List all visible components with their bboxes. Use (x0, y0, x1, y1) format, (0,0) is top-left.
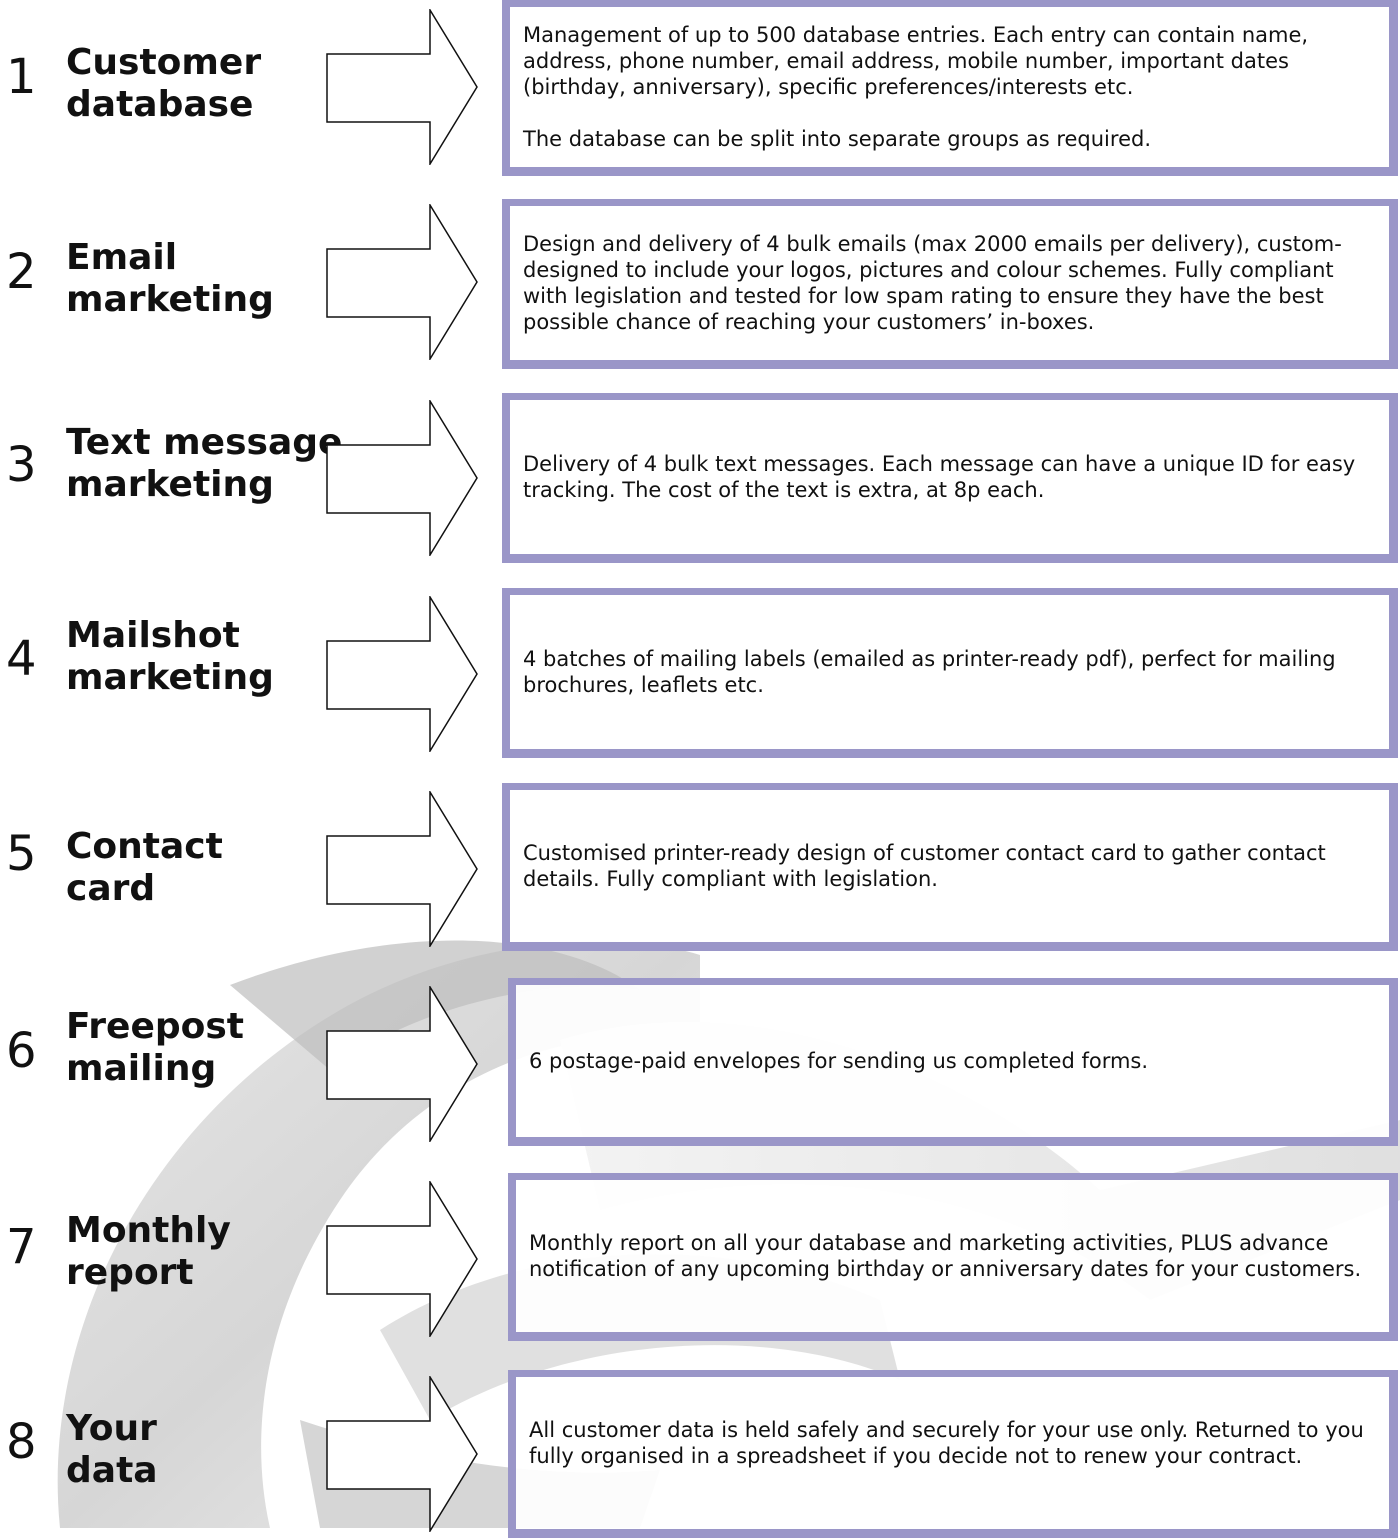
item-title: Mailshot marketing (66, 615, 274, 699)
item-description: Management of up to 500 database entries… (523, 23, 1309, 151)
description-box: Monthly report on all your database and … (508, 1173, 1398, 1341)
description-box: Management of up to 500 database entries… (502, 0, 1398, 176)
item-title-line2: marketing (66, 657, 274, 698)
item-title-line1: Text message (66, 422, 343, 463)
item-title-line1: Email (66, 237, 178, 278)
item-description: Delivery of 4 bulk text messages. Each m… (523, 452, 1356, 502)
right-arrow-icon (326, 1181, 478, 1337)
item-title-line2: mailing (66, 1048, 217, 1089)
item-description: Design and delivery of 4 bulk emails (ma… (523, 232, 1342, 334)
right-arrow-icon (326, 204, 478, 360)
right-arrow-icon (326, 986, 478, 1142)
item-description: All customer data is held safely and sec… (529, 1418, 1364, 1468)
description-box: Design and delivery of 4 bulk emails (ma… (502, 199, 1398, 369)
item-title: Your data (66, 1408, 158, 1492)
item-title: Text message marketing (66, 422, 342, 506)
description-box: All customer data is held safely and sec… (508, 1370, 1398, 1538)
item-description: 4 batches of mailing labels (emailed as … (523, 647, 1336, 697)
item-title-line2: report (66, 1252, 194, 1293)
item-title-line2: marketing (66, 279, 274, 320)
item-title-line1: Mailshot (66, 615, 240, 656)
right-arrow-icon (326, 9, 478, 165)
item-title: Customer database (66, 42, 261, 126)
description-box: 6 postage-paid envelopes for sending us … (508, 978, 1398, 1146)
item-title: Freepost mailing (66, 1006, 244, 1090)
item-number: 5 (6, 826, 37, 882)
right-arrow-icon (326, 791, 478, 947)
item-title-line2: marketing (66, 464, 274, 505)
item-title-line2: data (66, 1450, 158, 1491)
item-title-line1: Customer (66, 42, 262, 83)
item-description: Monthly report on all your database and … (529, 1231, 1362, 1281)
item-title-line1: Contact (66, 826, 223, 867)
item-number: 2 (6, 244, 37, 300)
description-box: Delivery of 4 bulk text messages. Each m… (502, 393, 1398, 563)
item-title: Contact card (66, 826, 223, 910)
item-title-line1: Monthly (66, 1210, 231, 1251)
item-number: 8 (6, 1414, 37, 1470)
item-description: 6 postage-paid envelopes for sending us … (529, 1049, 1149, 1073)
item-number: 7 (6, 1219, 37, 1275)
right-arrow-icon (326, 400, 478, 556)
item-number: 3 (6, 437, 37, 493)
item-title-line1: Your (66, 1408, 157, 1449)
description-box: 4 batches of mailing labels (emailed as … (502, 588, 1398, 758)
item-title: Email marketing (66, 237, 274, 321)
item-description: Customised printer-ready design of custo… (523, 841, 1326, 891)
item-number: 6 (6, 1023, 37, 1079)
item-number: 1 (6, 49, 37, 105)
item-title: Monthly report (66, 1210, 231, 1294)
item-number: 4 (6, 631, 37, 687)
right-arrow-icon (326, 1376, 478, 1532)
right-arrow-icon (326, 596, 478, 752)
item-title-line2: database (66, 84, 254, 125)
item-title-line2: card (66, 868, 156, 909)
item-title-line1: Freepost (66, 1006, 245, 1047)
description-box: Customised printer-ready design of custo… (502, 783, 1398, 951)
